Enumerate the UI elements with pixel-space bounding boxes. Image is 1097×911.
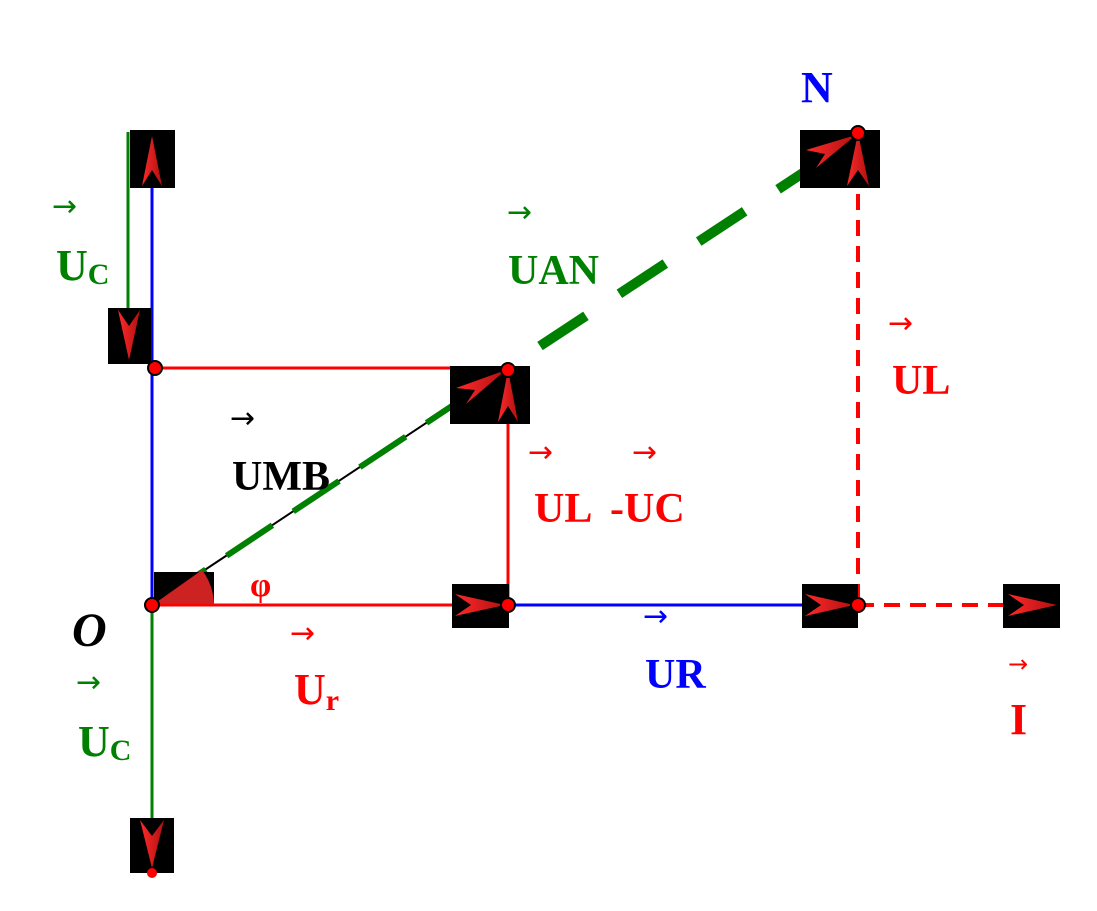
arrowhead-ur-big [802, 584, 858, 628]
label-ur-small: Ur [294, 665, 339, 717]
point-o [144, 597, 160, 613]
arrow-uc-right: → [632, 435, 657, 470]
arrow-uan: → [507, 195, 532, 230]
arrow-ul-left: → [528, 435, 553, 470]
label-ul-right: UL [892, 358, 950, 404]
point-ur-end [500, 597, 516, 613]
arrow-ur-small: → [290, 616, 315, 651]
angle-arc [154, 570, 214, 604]
label-ur-big: UR [645, 652, 706, 698]
arrowhead-ur-small [452, 584, 509, 628]
arrow-ur-big: → [643, 599, 668, 634]
label-uc-top: UC [56, 241, 109, 291]
label-current: I [1010, 695, 1027, 744]
umb-green-dashes [158, 371, 502, 603]
point-m [500, 362, 516, 378]
label-ul-minus-uc-right: -UC [610, 486, 685, 532]
label-uc-bottom: UC [78, 717, 131, 767]
label-origin: O [72, 604, 107, 657]
arrowhead-uc-bottom [130, 818, 174, 873]
arrowhead-uc-top-down [108, 308, 151, 364]
label-uan: UAN [508, 248, 599, 294]
arrow-uc-top: → [52, 189, 77, 224]
point-uc-top [147, 360, 163, 376]
arrow-uc-bottom: → [76, 665, 101, 700]
arrow-current: → [1008, 650, 1028, 678]
arrow-umb: → [230, 401, 255, 436]
arrowhead-umb-junction [450, 366, 530, 424]
arrowhead-uc-top-up [130, 130, 175, 188]
label-phi: φ [250, 567, 271, 604]
point-uc-bottom [147, 868, 157, 878]
point-n [850, 125, 866, 141]
arrowhead-current [1003, 584, 1060, 628]
label-n: N [801, 63, 833, 112]
label-ul-minus-uc-left: UL [534, 486, 592, 532]
label-umb: UMB [232, 454, 330, 500]
arrowhead-n-junction [800, 130, 880, 188]
point-ur-big-end [850, 597, 866, 613]
uan-dashed-line [537, 137, 853, 351]
arrow-ul-right: → [888, 306, 913, 341]
